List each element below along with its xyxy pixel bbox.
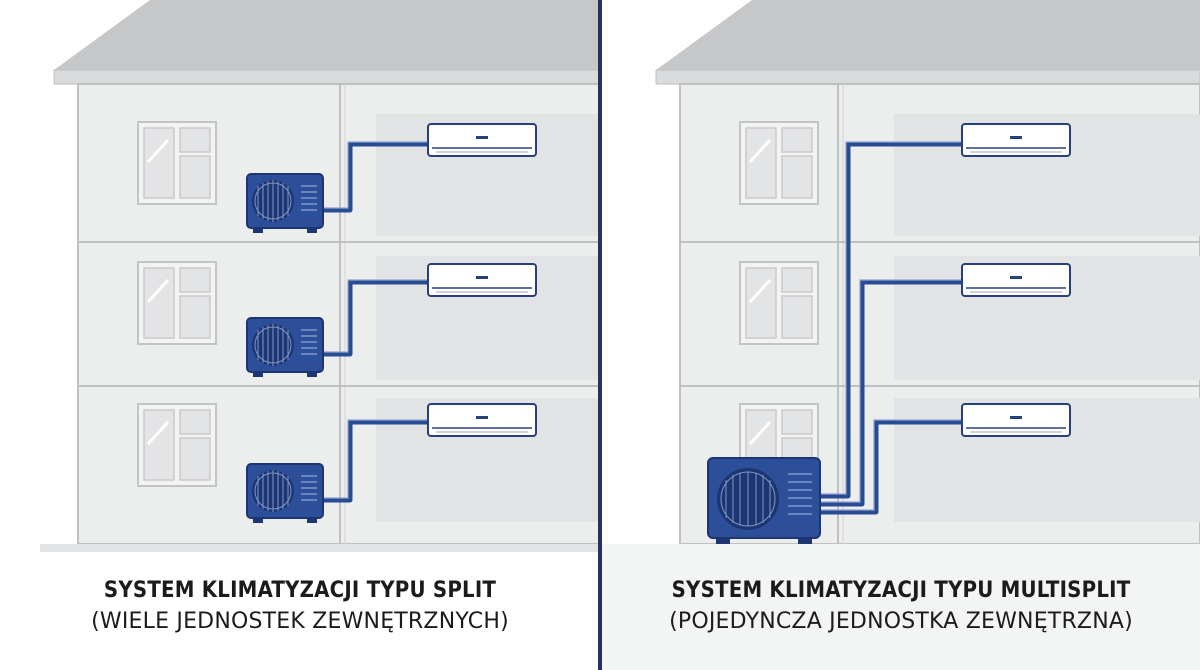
refrigerant-pipes [322,141,428,503]
panel-divider [598,0,602,670]
roof [54,0,600,70]
indoor-unit [961,263,1071,297]
outdoor-unit [246,317,324,378]
multisplit-title: SYSTEM KLIMATYZACJI TYPU MULTISPLIT [671,578,1131,603]
split-title: SYSTEM KLIMATYZACJI TYPU SPLIT [103,578,497,603]
split-building [40,0,601,552]
roof [656,0,1200,70]
indoor-unit [427,263,537,297]
split-subtitle: (WIELE JEDNOSTEK ZEWNĘTRZNYCH) [91,609,509,634]
refrigerant-pipes [818,141,962,515]
window [136,260,218,346]
window [738,260,820,346]
split-caption: SYSTEM KLIMATYZACJI TYPU SPLIT (WIELE JE… [0,578,600,634]
outdoor-unit [246,463,324,524]
indoor-unit [427,123,537,157]
window [738,120,820,206]
large-outdoor-unit [707,457,821,544]
multisplit-building [602,0,1200,670]
indoor-unit [427,403,537,437]
window [136,120,218,206]
indoor-unit [961,403,1071,437]
multisplit-subtitle: (POJEDYNCZA JEDNOSTKA ZEWNĘTRZNA) [669,609,1133,634]
multisplit-caption: SYSTEM KLIMATYZACJI TYPU MULTISPLIT (POJ… [602,578,1200,634]
window [136,402,218,488]
indoor-unit [961,123,1071,157]
outdoor-unit [246,173,324,234]
